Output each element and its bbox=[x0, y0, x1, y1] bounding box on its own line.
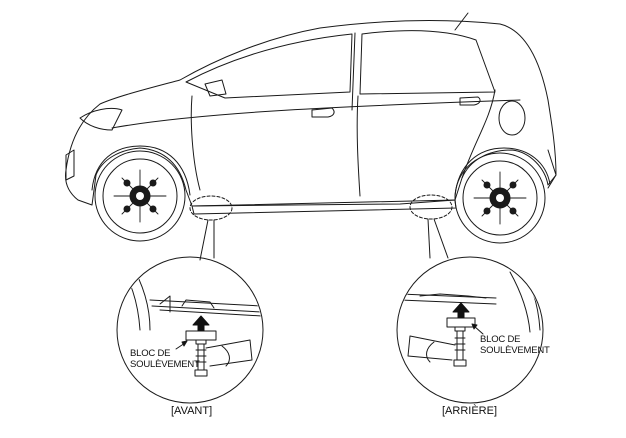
front-door-handle bbox=[311, 107, 335, 118]
headlight bbox=[79, 107, 123, 131]
window-frame bbox=[351, 32, 356, 111]
rear-lift-block-label: BLOC DE SOULÈVEMENT bbox=[480, 334, 550, 356]
car-side-view bbox=[65, 12, 557, 215]
front-leader-line bbox=[199, 219, 209, 261]
side-mirror bbox=[204, 79, 227, 97]
rear-door-back-line bbox=[461, 89, 496, 179]
rear-wheel bbox=[454, 152, 546, 244]
rear-lift-point-marker bbox=[409, 194, 453, 220]
rear-lift-block-label-line1: BLOC DE bbox=[480, 334, 521, 345]
character-line bbox=[111, 99, 521, 129]
rocker-panel bbox=[191, 199, 457, 215]
rear-bumper bbox=[547, 149, 557, 189]
front-window bbox=[185, 33, 353, 99]
rear-door-line bbox=[356, 95, 361, 197]
rear-lift-block-label-line2: SOULÈVEMENT bbox=[480, 345, 550, 356]
front-detail-view bbox=[116, 256, 264, 404]
up-arrow-icon bbox=[452, 302, 470, 319]
front-lift-block-label-line2: SOULÈVEMENT bbox=[130, 359, 200, 370]
front-wheel-arch bbox=[91, 145, 191, 196]
fuel-cap bbox=[498, 100, 526, 136]
fog-lamp bbox=[65, 149, 75, 181]
rear-leader-line bbox=[427, 218, 431, 259]
front-lift-block-label: BLOC DE SOULÈVEMENT bbox=[130, 348, 200, 370]
rear-leader-line-2 bbox=[433, 218, 449, 259]
front-caption: [AVANT] bbox=[171, 405, 213, 417]
front-lift-block-label-line1: BLOC DE bbox=[130, 348, 171, 359]
up-arrow-icon bbox=[192, 315, 210, 332]
rear-window bbox=[359, 30, 496, 95]
rear-door-handle bbox=[459, 96, 481, 106]
front-lift-point-marker bbox=[189, 195, 233, 221]
rear-wheel-arch bbox=[454, 147, 551, 197]
rear-caption: [ARRIÈRE] bbox=[442, 405, 498, 417]
front-wheel bbox=[94, 150, 186, 242]
front-door-line bbox=[190, 95, 201, 191]
car-body-outline bbox=[65, 20, 557, 207]
rear-detail-view bbox=[396, 256, 544, 404]
